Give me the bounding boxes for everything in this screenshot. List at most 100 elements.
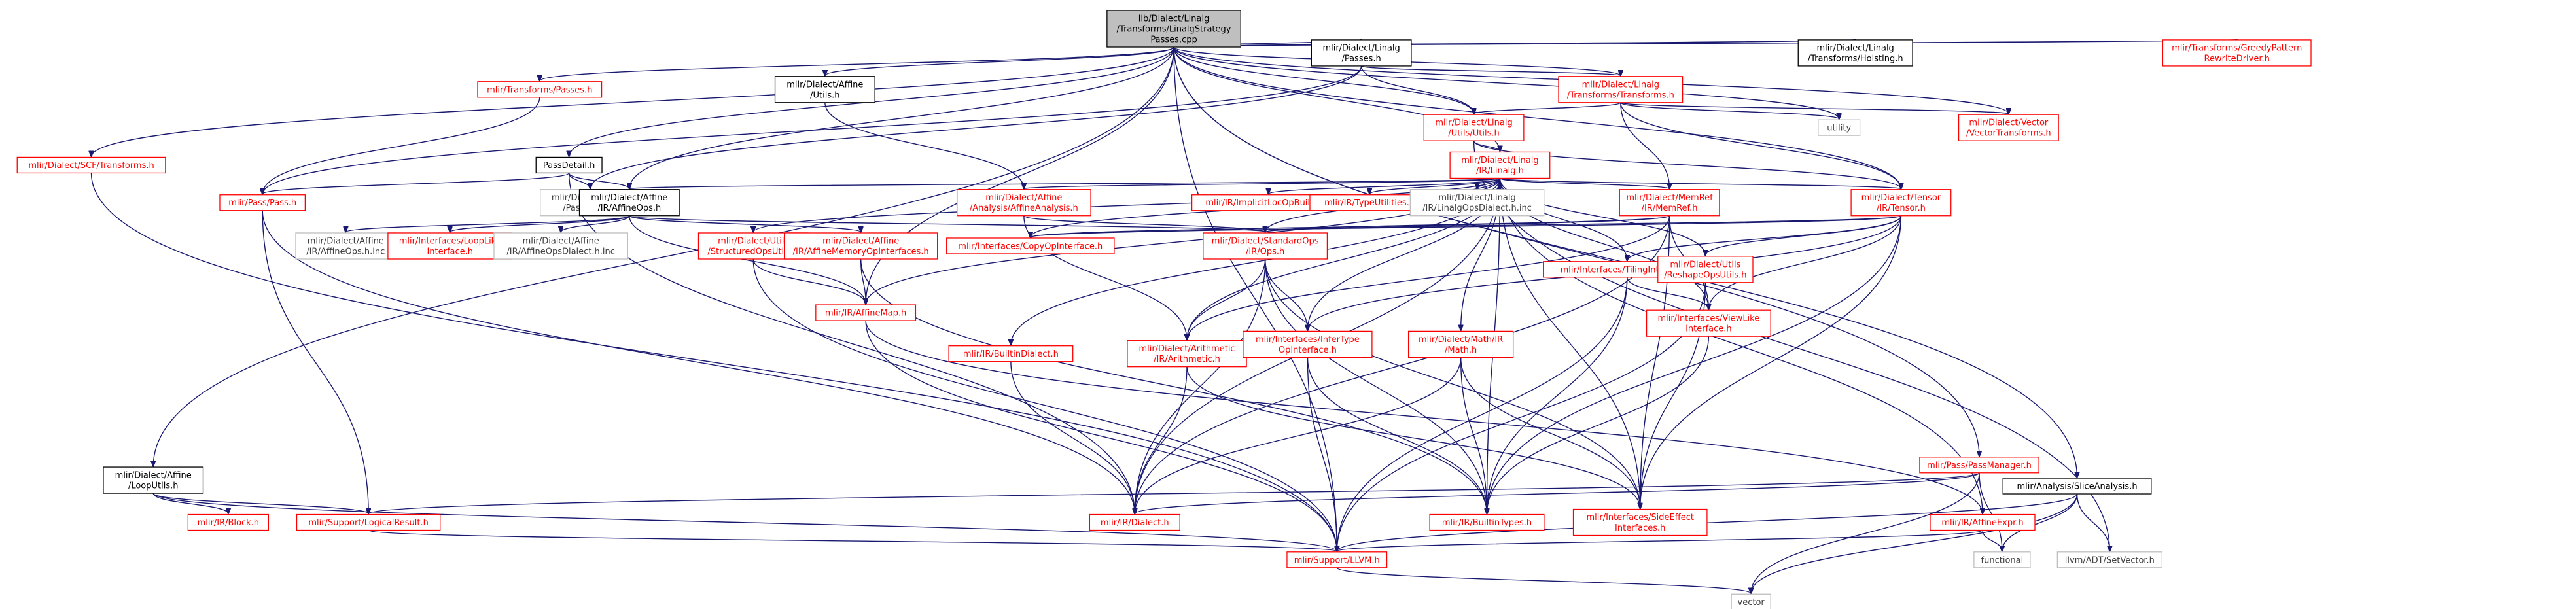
node-affine-ops[interactable]: mlir/Dialect/Affine/IR/AffineOps.h [578, 189, 680, 217]
node-support-llvm[interactable]: mlir/Support/LLVM.h [1286, 551, 1388, 568]
edge-slice-analysis-to-set-vector [2076, 494, 2110, 551]
edge-infer-type-if-to-builtin-types [1307, 357, 1487, 513]
node-box [774, 76, 875, 103]
node-affine-analysis[interactable]: mlir/Dialect/Affine/Analysis/AffineAnaly… [956, 189, 1091, 217]
node-label: mlir/Dialect/Utils [1670, 260, 1740, 270]
node-builtin-dialect[interactable]: mlir/IR/BuiltinDialect.h [948, 345, 1074, 362]
node-label: /VectorTransforms.h [1966, 129, 2051, 139]
edge-linalg-utils-to-set-vector [1473, 141, 2110, 551]
node-box [948, 345, 1074, 362]
node-copy-op-if[interactable]: mlir/Interfaces/CopyOpInterface.h [946, 237, 1115, 254]
node-affine-map[interactable]: mlir/IR/AffineMap.h [815, 304, 917, 321]
node-type-utilities[interactable]: mlir/IR/TypeUtilities.h [1309, 194, 1430, 211]
node-box [1797, 39, 1913, 67]
node-label: mlir/IR/AffineExpr.h [1941, 518, 2023, 528]
node-label: mlir/Pass/Pass.h [228, 198, 296, 208]
node-affine-utils[interactable]: mlir/Dialect/Affine/Utils.h [774, 76, 875, 103]
node-label: mlir/Support/LLVM.h [1294, 555, 1380, 565]
node-passdetail[interactable]: PassDetail.h [535, 156, 603, 174]
node-affine-ops-inc: mlir/Dialect/Affine/IR/AffineOps.h.inc [295, 232, 397, 260]
node-root[interactable]: lib/Dialect/Linalg/Transforms/LinalgStra… [1106, 10, 1241, 48]
node-label: /Utils/Utils.h [1448, 129, 1499, 139]
edge-affine-loop-utils-to-support-llvm [152, 493, 1337, 551]
node-linalg-utils[interactable]: mlir/Dialect/Linalg/Utils/Utils.h [1423, 114, 1525, 141]
node-tensor[interactable]: mlir/Dialect/Tensor/IR/Tensor.h [1850, 189, 1952, 217]
node-pass-pass[interactable]: mlir/Pass/Pass.h [219, 194, 306, 211]
node-linalg-passes[interactable]: mlir/Dialect/Linalg/Passes.h [1311, 39, 1412, 67]
node-box [956, 189, 1091, 217]
node-pass-manager[interactable]: mlir/Pass/PassManager.h [1919, 457, 2039, 474]
node-scf-transforms[interactable]: mlir/Dialect/SCF/Transforms.h [16, 156, 166, 174]
edge-affine-map-to-support-llvm [865, 321, 1337, 551]
node-label: /IR/MemRef.h [1642, 203, 1698, 213]
node-box [1818, 119, 1861, 136]
edge-support-llvm-to-vector [1336, 567, 1751, 593]
node-standard-ops[interactable]: mlir/Dialect/StandardOps/IR/Ops.h [1203, 232, 1328, 260]
edge-view-like-if-to-builtin-types [1487, 336, 1710, 513]
node-label: mlir/Dialect/Affine [115, 471, 192, 481]
node-label: mlir/Analysis/SliceAnalysis.h [2017, 482, 2137, 492]
node-linalg-transforms[interactable]: mlir/Dialect/Linalg/Transforms/Transform… [1558, 76, 1684, 103]
node-label: mlir/Transforms/GreedyPattern [2172, 43, 2302, 53]
node-linalg-hoisting[interactable]: mlir/Dialect/Linalg/Transforms/Hoisting.… [1797, 39, 1913, 67]
node-vector-transforms[interactable]: mlir/Dialect/Vector/VectorTransforms.h [1958, 114, 2059, 141]
edge-tiling-if-to-builtin-types [1487, 277, 1628, 514]
edge-affine-expr-to-functional [1982, 530, 2002, 551]
node-box [187, 513, 269, 531]
node-box [296, 513, 441, 531]
node-label: mlir/Dialect/Utils [718, 236, 788, 246]
node-box [1657, 256, 1754, 283]
edge-passdetail-to-linalg-passes-inc [568, 173, 590, 188]
edge-math-to-side-effect-if [1460, 357, 1640, 508]
edge-affine-loop-utils-to-logical-result [152, 493, 368, 513]
node-label: mlir/Dialect/StandardOps [1212, 236, 1319, 246]
edge-linalg-transforms-to-linalg-utils [1474, 102, 1621, 114]
node-label: mlir/IR/Block.h [198, 518, 259, 528]
node-transforms-passes[interactable]: mlir/Transforms/Passes.h [477, 81, 603, 98]
node-label: mlir/Interfaces/SideEffect [1586, 513, 1694, 523]
node-reshape-ops-utils[interactable]: mlir/Dialect/Utils/ReshapeOpsUtils.h [1657, 256, 1754, 283]
node-ir-dialect[interactable]: mlir/IR/Dialect.h [1089, 513, 1180, 531]
node-linalg-ir[interactable]: mlir/Dialect/Linalg/IR/Linalg.h [1449, 151, 1551, 179]
node-box [16, 156, 166, 174]
edge-standard-ops-to-infer-type-if [1264, 258, 1308, 330]
edge-linalg-transforms-to-vector-transforms [1620, 102, 2009, 114]
node-slice-analysis[interactable]: mlir/Analysis/SliceAnalysis.h [2002, 478, 2152, 495]
node-label: /LoopUtils.h [128, 481, 179, 491]
edge-arithmetic-to-ir-dialect [1135, 366, 1188, 514]
node-ir-block[interactable]: mlir/IR/Block.h [187, 513, 269, 531]
edge-tensor-to-side-effect-if [1640, 215, 1902, 509]
node-label: mlir/Dialect/MemRef [1626, 193, 1713, 203]
node-affine-mem-op-if[interactable]: mlir/Dialect/Affine/IR/AffineMemoryOpInt… [784, 232, 938, 260]
node-label: mlir/Dialect/Linalg [1322, 43, 1400, 53]
node-box [1646, 309, 1771, 337]
node-memref[interactable]: mlir/Dialect/MemRef/IR/MemRef.h [1619, 189, 1720, 217]
edge-affine-ops-to-affine-ops-dialect-inc [561, 215, 630, 232]
node-affine-expr[interactable]: mlir/IR/AffineExpr.h [1930, 513, 2036, 531]
edge-linalg-ir-to-type-utilities [1369, 177, 1501, 194]
node-label: lib/Dialect/Linalg [1138, 14, 1210, 24]
node-affine-loop-utils[interactable]: mlir/Dialect/Affine/LoopUtils.h [103, 466, 204, 494]
node-math[interactable]: mlir/Dialect/Math/IR/Math.h [1407, 330, 1514, 358]
node-box [1850, 189, 1952, 217]
node-label: mlir/Dialect/Vector [1969, 118, 2049, 128]
node-label: mlir/Interfaces/LoopLike [399, 236, 501, 246]
node-label: mlir/IR/AffineMap.h [825, 309, 906, 319]
edge-passdetail-to-pass-pass [262, 172, 570, 194]
node-builtin-types[interactable]: mlir/IR/BuiltinTypes.h [1429, 513, 1545, 531]
node-box [535, 156, 603, 174]
node-box [1973, 551, 2031, 568]
node-label: /IR/Tensor.h [1877, 203, 1926, 213]
edge-tensor-to-copy-op-if [1031, 215, 1902, 237]
node-logical-result[interactable]: mlir/Support/LogicalResult.h [296, 513, 441, 531]
edge-root-to-affine-loop-utils [153, 46, 1174, 466]
node-greedy[interactable]: mlir/Transforms/GreedyPatternRewriteDriv… [2162, 39, 2312, 67]
node-arithmetic[interactable]: mlir/Dialect/Arithmetic/IR/Arithmetic.h [1127, 340, 1247, 368]
node-label: /Passes.h [1341, 54, 1381, 63]
edge-builtin-dialect-to-ir-dialect [1010, 361, 1135, 514]
node-label: /IR/Arithmetic.h [1154, 355, 1220, 364]
